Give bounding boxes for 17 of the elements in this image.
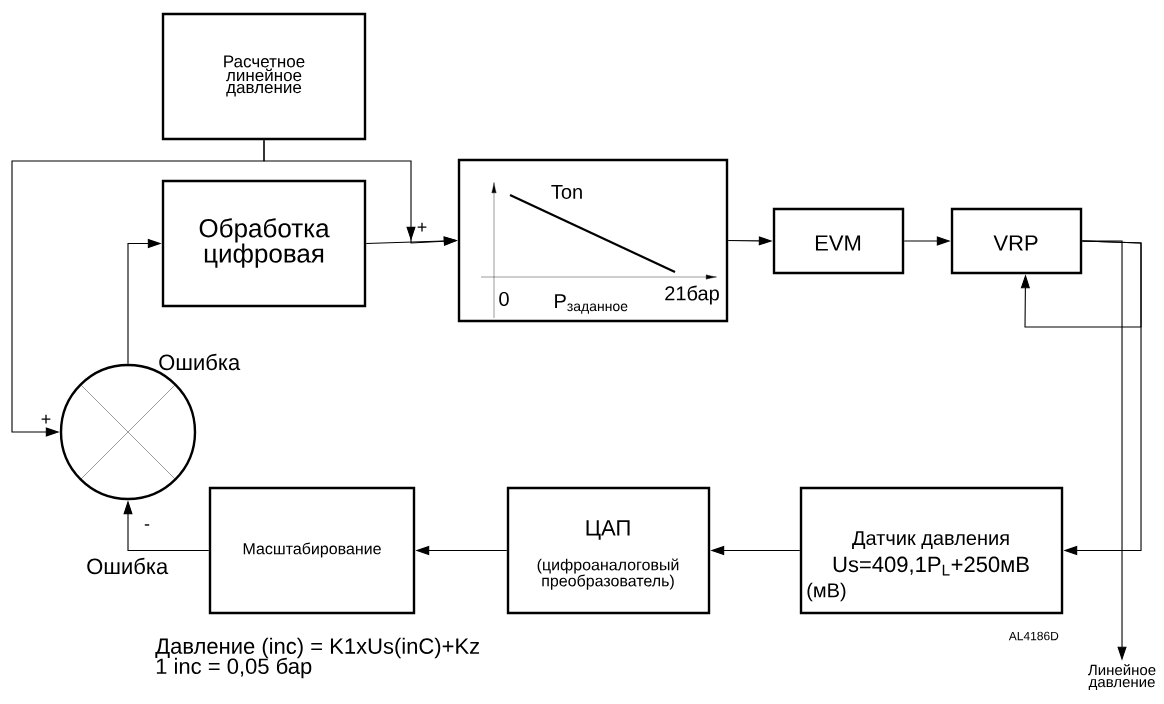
- drawing-number: AL4186D: [1008, 631, 1059, 641]
- process-box: Масштабирование: [208, 486, 416, 615]
- converter-box: ЦАП (цифроаналоговый преобразователь): [506, 486, 711, 615]
- formula-text: Давление (inc) = K1xUs(inC)+Kz: [155, 637, 480, 659]
- error-label: Ошибка: [87, 557, 169, 575]
- sign-label: -: [144, 524, 150, 526]
- sign-label: +: [417, 222, 427, 232]
- sensor-box: Датчик давления Us=409,1P$_{L}$+250мВ (мВ): [799, 486, 1064, 615]
- error-label: Ошибка: [159, 353, 241, 371]
- sign-label: +: [41, 414, 51, 424]
- characteristic-box: Ton 0 P$_{заданное}$ 21бар: [457, 158, 729, 323]
- formula-text: 1 inc = 0,05 бар: [156, 657, 312, 679]
- process-box: Расчетное линейное давление: [161, 12, 367, 141]
- process-box: Обработка цифровая: [161, 179, 367, 308]
- process-box: EVM: [772, 207, 905, 275]
- process-box: VRP: [950, 207, 1083, 275]
- output-label: Линейное давление: [1088, 663, 1156, 691]
